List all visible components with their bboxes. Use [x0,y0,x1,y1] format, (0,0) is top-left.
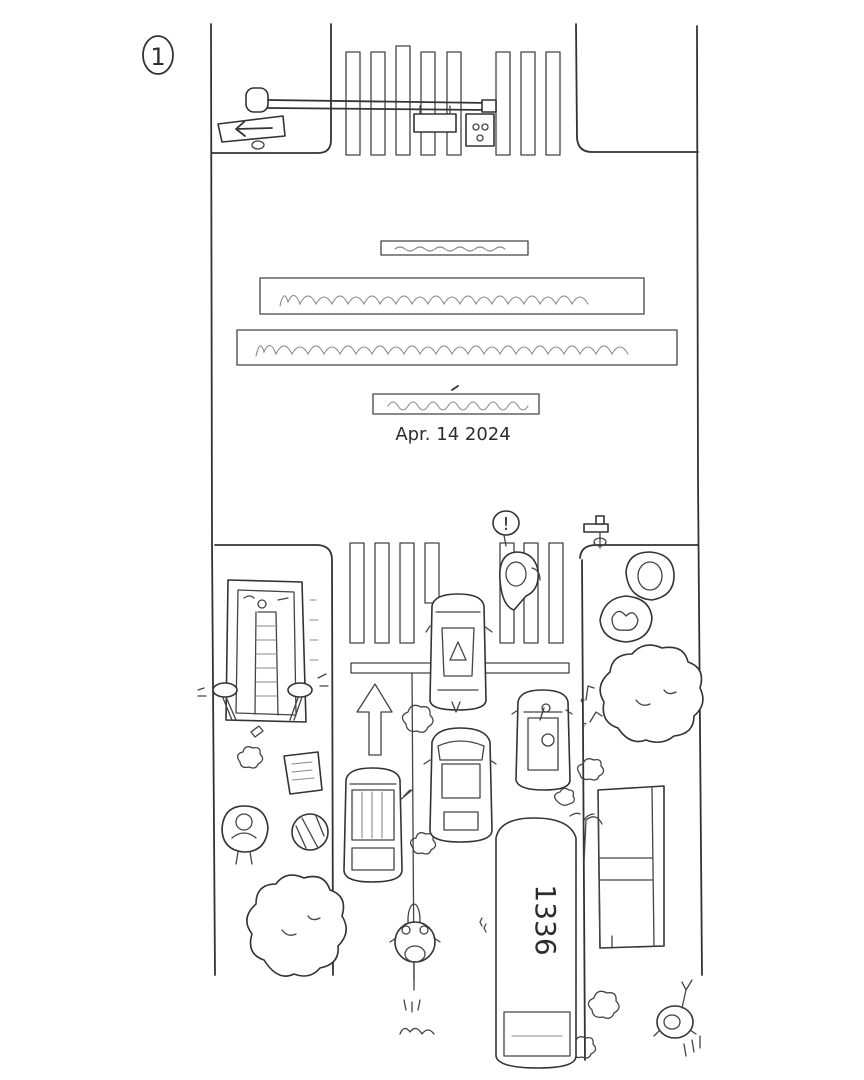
bus-icon: 1336 [479,812,595,1069]
exclamation-mark: ! [502,514,509,535]
person-icon [221,805,269,865]
panel-number-text: 1 [150,43,165,71]
tree-icon [246,874,347,977]
person-icon [653,979,701,1057]
small-bush [236,704,620,1059]
road-edges [210,23,703,976]
straight-arrow-road-marking [356,683,393,756]
music-note-icon [580,685,603,727]
street-sign-pole [583,515,609,549]
person-icon [599,551,675,643]
car-icon [511,689,573,791]
bus-shelter [583,785,665,949]
small-cup [250,725,264,738]
tree-icon [599,644,704,744]
top-sidewalk-corners [211,23,699,154]
car-icon [423,727,497,843]
panel-number: 1 [142,35,174,75]
date-label: Apr. 14 2024 [395,424,510,445]
bicycle-icon [389,903,441,1035]
traffic-signal-icon [245,87,497,147]
subway-entrance [197,579,329,723]
manhole-cover [291,813,329,851]
left-arrow-sign-icon [217,115,286,150]
car-icon [425,593,493,713]
road-text-markings [236,240,678,415]
car-icon [343,767,413,883]
pedestrian-exclamation: ! [492,510,541,611]
newspaper-box [283,751,323,795]
bus-number: 1336 [529,884,562,955]
top-crosswalk [345,45,561,156]
